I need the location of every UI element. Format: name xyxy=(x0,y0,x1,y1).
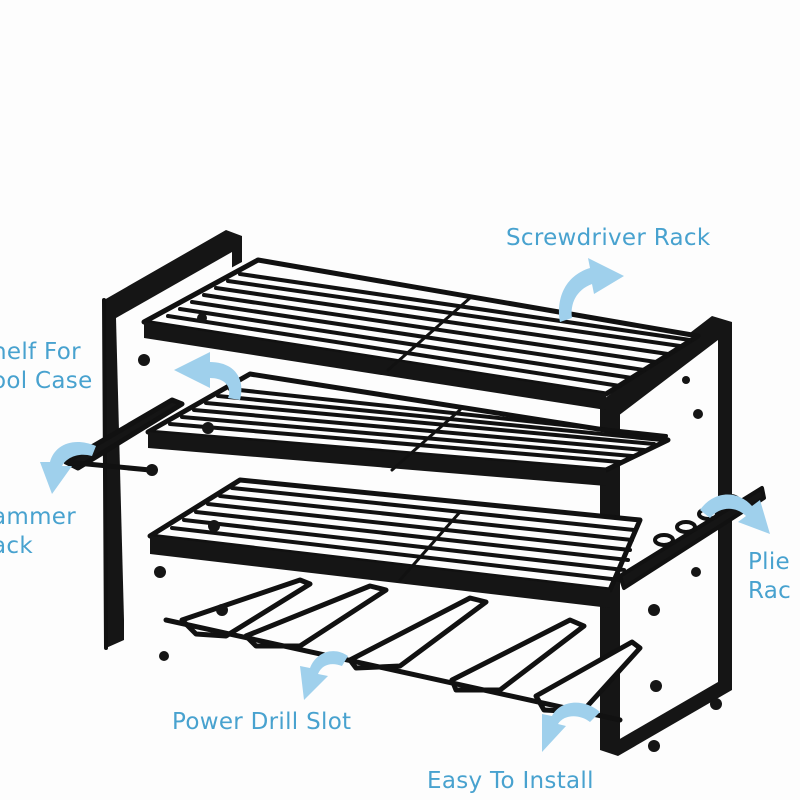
arrow-drill-icon xyxy=(300,651,348,700)
pliers-rack-label-line2: Rac xyxy=(748,578,792,604)
pliers-rack-label: Plie Rac xyxy=(748,548,791,606)
tool-case-shelf-label: helf For ool Case xyxy=(0,338,93,396)
tool-case-shelf-label-line1: helf For xyxy=(0,339,81,365)
top-shelf xyxy=(141,257,701,410)
hammer-rack xyxy=(63,397,185,473)
middle-shelf xyxy=(145,371,671,486)
mounting-screws xyxy=(138,313,722,752)
arrow-hammer-icon xyxy=(40,441,96,494)
bottom-shelf xyxy=(147,477,643,608)
hammer-rack-label-line1: ammer xyxy=(0,504,77,530)
hammer-rack-label: ammer ack xyxy=(0,503,76,561)
power-drill-slots xyxy=(163,577,643,723)
screwdriver-rack-label: Screwdriver Rack xyxy=(506,225,711,251)
tool-rack xyxy=(63,230,766,756)
power-drill-slot-label: Power Drill Slot xyxy=(172,709,352,735)
callout-arrows xyxy=(40,258,770,752)
arrow-screwdriver-icon xyxy=(559,258,624,322)
arrow-install-icon xyxy=(542,702,600,752)
pliers-rack-label-line1: Plie xyxy=(748,549,791,575)
hammer-rack-label-line2: ack xyxy=(0,533,33,559)
arrow-pliers-icon xyxy=(700,494,770,534)
arrow-shelf-icon xyxy=(174,352,242,400)
easy-install-label: Easy To Install xyxy=(427,768,594,794)
tool-case-shelf-label-line2: ool Case xyxy=(0,368,93,394)
